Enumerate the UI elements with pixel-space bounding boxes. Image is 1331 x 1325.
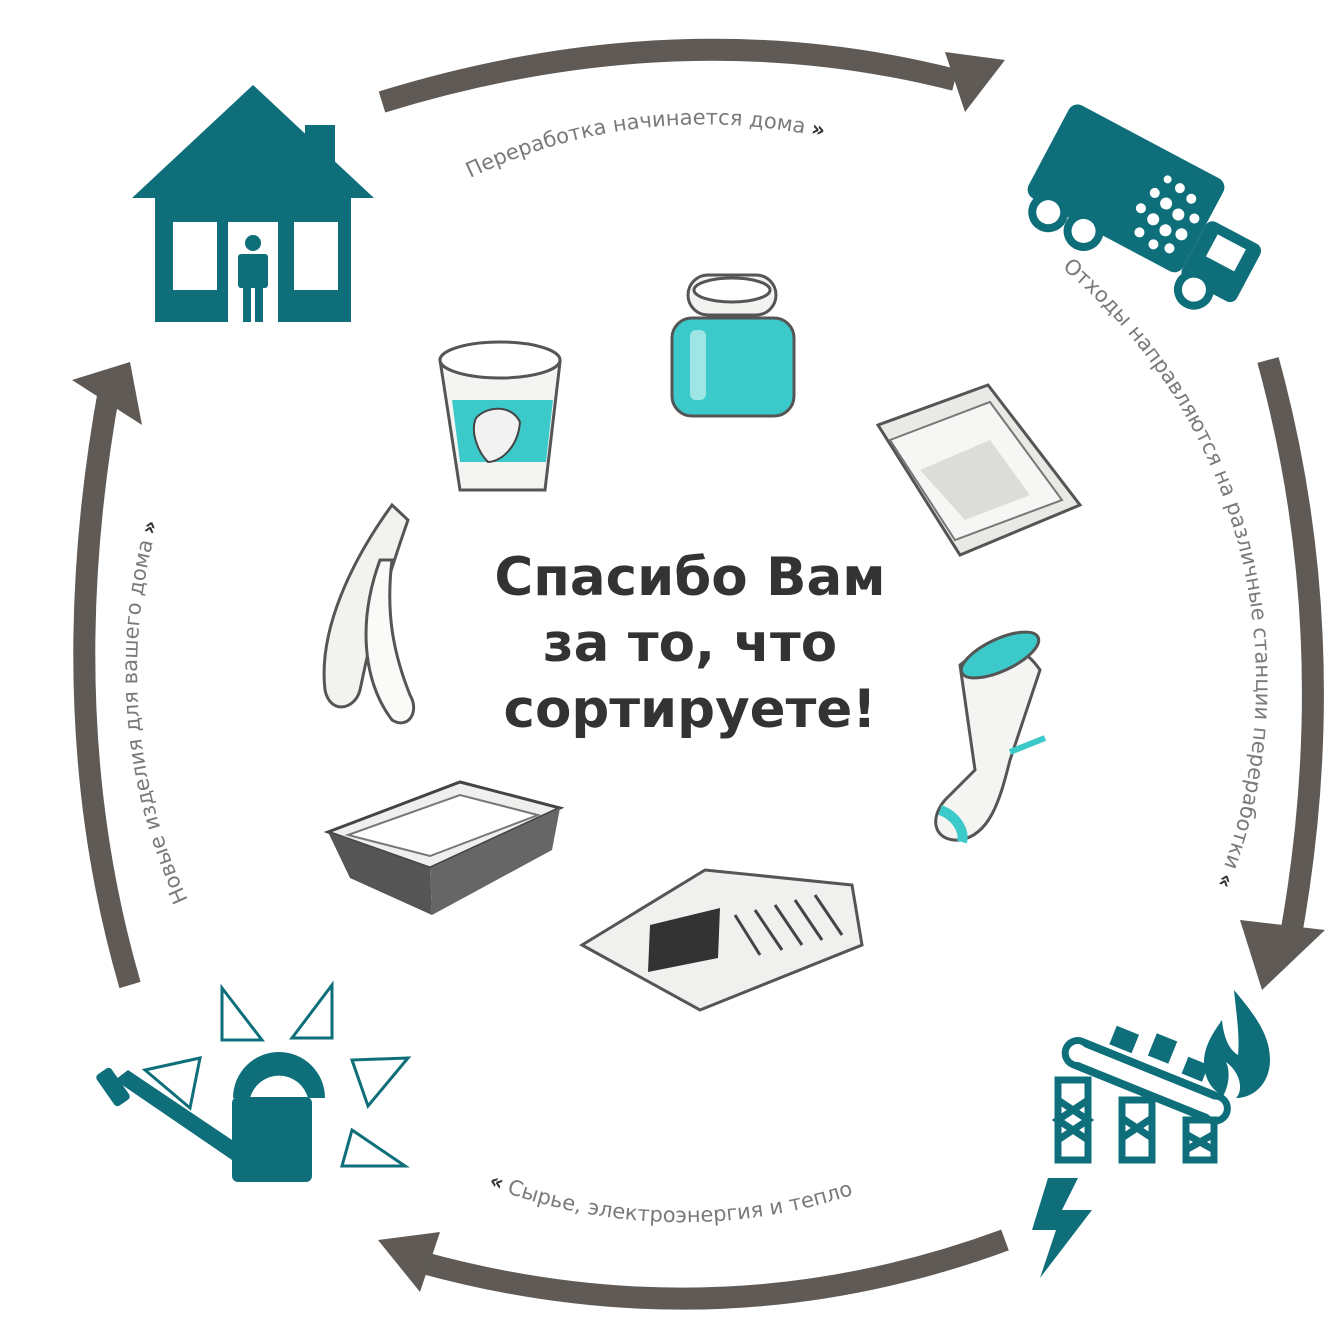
waste-items [322, 273, 1083, 1012]
arrowhead-left [72, 362, 142, 425]
label-right: Отходы направляются на различные станции… [1059, 253, 1275, 891]
glass-jar-icon [670, 273, 796, 418]
arrowhead-bottom [378, 1232, 440, 1292]
arrow-bottom [417, 1229, 1009, 1310]
arrow-right [1257, 357, 1324, 942]
sock-icon [934, 630, 1047, 844]
thank-you-line-1: Спасибо Вам [494, 547, 886, 608]
lightning-icon [1032, 1178, 1092, 1278]
cycle-arrows [72, 38, 1325, 1310]
arrow-left [73, 383, 141, 989]
recycling-plant-icon [1032, 990, 1270, 1278]
arrow-top [378, 38, 958, 113]
arrowhead-top [945, 52, 1005, 112]
arrowhead-right [1240, 920, 1325, 990]
house-icon [132, 85, 374, 322]
yogurt-cup-icon [438, 340, 562, 492]
garbage-truck-icon [1027, 104, 1262, 310]
thank-you-line-3: сортируете! [503, 679, 877, 740]
label-left: Новые изделия для вашего дома» [118, 517, 192, 907]
label-top: Переработка начинается дома» [462, 105, 828, 182]
label-bottom: «Сырье, электроэнергия и тепло [486, 1168, 855, 1227]
thank-you-message: Спасибо Вам за то, что сортируете! [440, 545, 940, 743]
thank-you-line-2: за то, что [542, 613, 838, 674]
banana-peel-icon [322, 502, 416, 725]
newspaper-icon [579, 868, 864, 1012]
watering-can-sun-icon [96, 980, 412, 1182]
paper-stack-icon [875, 383, 1083, 557]
food-tray-icon [323, 780, 565, 915]
